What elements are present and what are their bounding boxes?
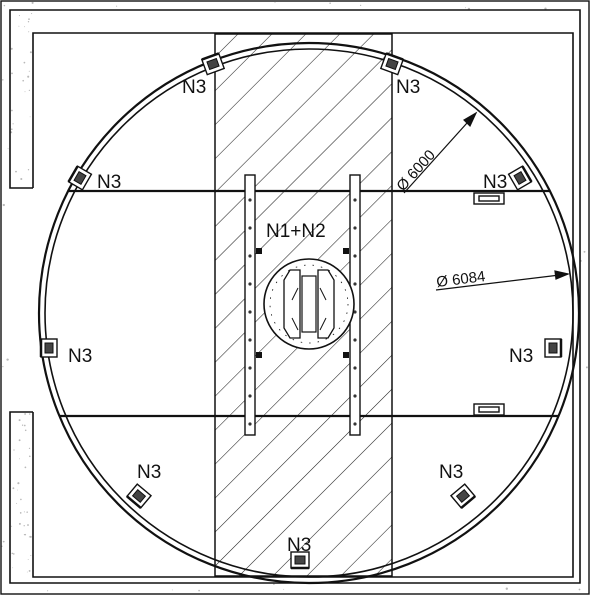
label-n3-upper-right: N3: [483, 172, 507, 193]
cross-beams: [39, 189, 579, 418]
clip-n3-right: [543, 337, 563, 359]
turntable-ring: [37, 41, 581, 585]
clip-n3-left: [39, 337, 59, 359]
label-n1-n2: N1+N2: [266, 221, 326, 242]
beam-slots: [473, 192, 505, 416]
label-n3-right: N3: [509, 346, 533, 367]
label-n3-lower-left: N3: [137, 462, 161, 483]
label-n3-bottom: N3: [287, 535, 311, 556]
dimension-outer-diameter: Ø 6084: [435, 268, 486, 291]
label-n3-upper-left: N3: [97, 172, 121, 193]
dimension-lines: [403, 111, 570, 291]
label-n3-lower-right: N3: [439, 462, 463, 483]
label-n3-top-left: N3: [182, 77, 206, 98]
label-n3-left: N3: [68, 346, 92, 367]
label-n3-top-right: N3: [396, 77, 420, 98]
central-hub: [263, 258, 355, 350]
